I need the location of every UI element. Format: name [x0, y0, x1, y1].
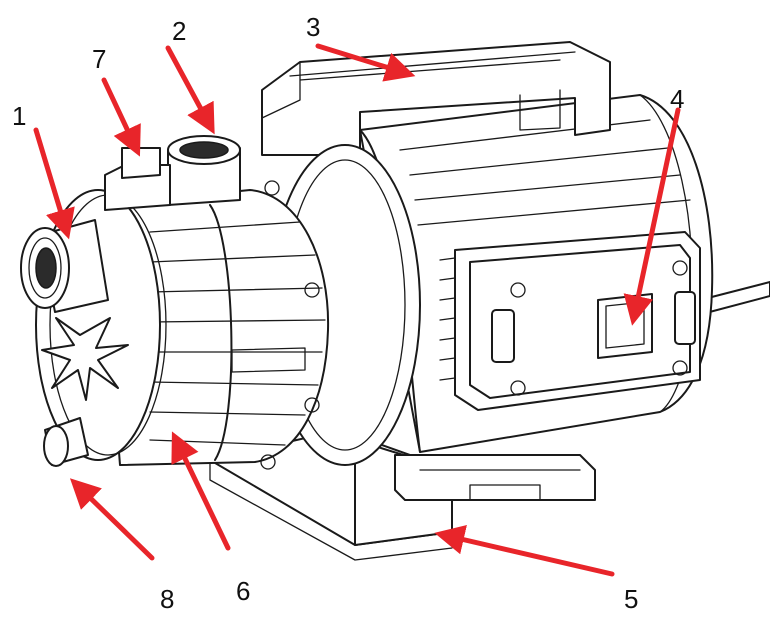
arrow-2 [165, 45, 215, 135]
callout-8: 8 [160, 584, 174, 614]
arrow-8 [69, 478, 155, 561]
inlet-port [20, 219, 109, 313]
callout-1: 1 [12, 101, 26, 131]
callout-7: 7 [92, 44, 106, 74]
arrow-1 [33, 127, 75, 240]
callout-2: 2 [172, 16, 186, 46]
base-foot [209, 429, 596, 561]
arrow-3 [315, 43, 416, 82]
arrow-4 [623, 107, 681, 326]
terminal-box [439, 231, 701, 411]
power-switch [597, 293, 653, 359]
callout-5: 5 [624, 584, 638, 614]
arrow-7 [101, 77, 141, 157]
star-logo [41, 317, 129, 401]
priming-plug [104, 147, 171, 211]
outlet-port [167, 135, 241, 206]
callout-labels: 1 2 3 4 5 6 7 8 [12, 12, 684, 614]
arrow-6 [171, 431, 231, 551]
callout-6: 6 [236, 576, 250, 606]
callout-3: 3 [306, 12, 320, 42]
callout-4: 4 [670, 84, 684, 114]
arrow-5 [434, 524, 615, 577]
drain-plug [43, 417, 89, 467]
callout-arrows [33, 43, 681, 577]
